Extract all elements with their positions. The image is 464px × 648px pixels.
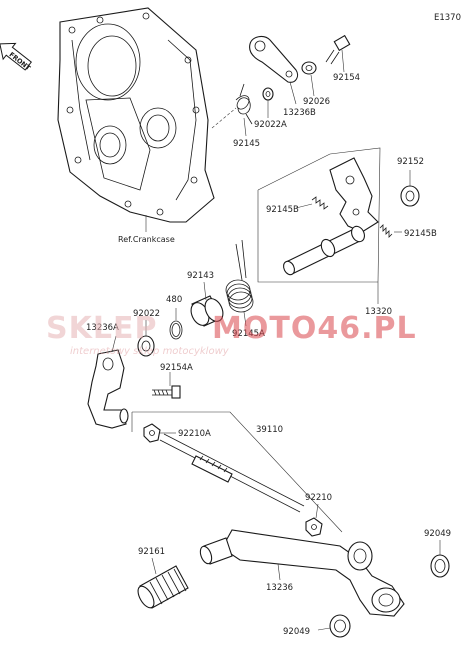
part-92145a <box>225 239 254 313</box>
label-92154a: 92154A <box>160 363 193 373</box>
label-13236: 13236 <box>266 583 293 593</box>
label-92022a: 92022A <box>254 120 287 130</box>
part-13236b <box>249 35 299 83</box>
part-13320-shaft <box>283 225 365 276</box>
front-arrow-icon: FRONT <box>0 42 32 72</box>
watermark-right: MOTO46.PL <box>212 311 417 346</box>
label-92161: 92161 <box>138 547 165 557</box>
label-480: 480 <box>166 295 182 305</box>
label-92049-bottom: 92049 <box>283 627 310 637</box>
label-92154: 92154 <box>333 73 360 83</box>
label-92022: 92022 <box>133 309 160 319</box>
crankcase-part <box>57 7 215 223</box>
label-13320: 13320 <box>365 307 392 317</box>
label-13236b: 13236B <box>283 108 316 118</box>
label-92152: 92152 <box>397 157 424 167</box>
label-92145b-left: 92145B <box>266 205 299 215</box>
label-39110: 39110 <box>256 425 283 435</box>
part-39110-tierod <box>159 433 305 513</box>
part-92210a <box>143 423 161 443</box>
label-13236a: 13236A <box>86 323 119 333</box>
part-92152 <box>400 185 420 207</box>
part-92143 <box>190 295 224 327</box>
part-92022a <box>262 87 274 101</box>
label-92145a: 92145A <box>232 329 265 339</box>
part-92145 <box>235 83 253 125</box>
ref-crankcase-label: Ref.Crankcase <box>118 235 175 244</box>
watermark-left: SKLEP <box>46 311 157 346</box>
watermark: SKLEP MOTO46.PL internetowy sklep motocy… <box>46 311 417 357</box>
part-92049-top <box>430 554 450 578</box>
label-92145: 92145 <box>233 139 260 149</box>
part-92154a <box>152 385 181 399</box>
part-92049-bottom <box>329 614 351 638</box>
diagram-code: E1370 <box>434 13 461 23</box>
part-13236a <box>87 349 129 429</box>
label-92049-top: 92049 <box>424 529 451 539</box>
label-92143: 92143 <box>187 271 214 281</box>
part-480 <box>169 320 183 340</box>
part-92161 <box>137 565 189 609</box>
label-92145b-right: 92145B <box>404 229 437 239</box>
part-92154 <box>325 34 351 65</box>
label-92210a: 92210A <box>178 429 211 439</box>
part-92210 <box>305 517 323 537</box>
part-92145b-right <box>379 224 393 238</box>
label-92026: 92026 <box>303 97 330 107</box>
part-13236-pedal <box>199 529 405 617</box>
part-92145b-left <box>311 196 329 210</box>
part-92026 <box>301 61 317 75</box>
watermark-tagline: internetowy sklep motocyklowy <box>70 346 230 357</box>
label-92210: 92210 <box>305 493 332 503</box>
part-13320-plate <box>329 157 379 233</box>
